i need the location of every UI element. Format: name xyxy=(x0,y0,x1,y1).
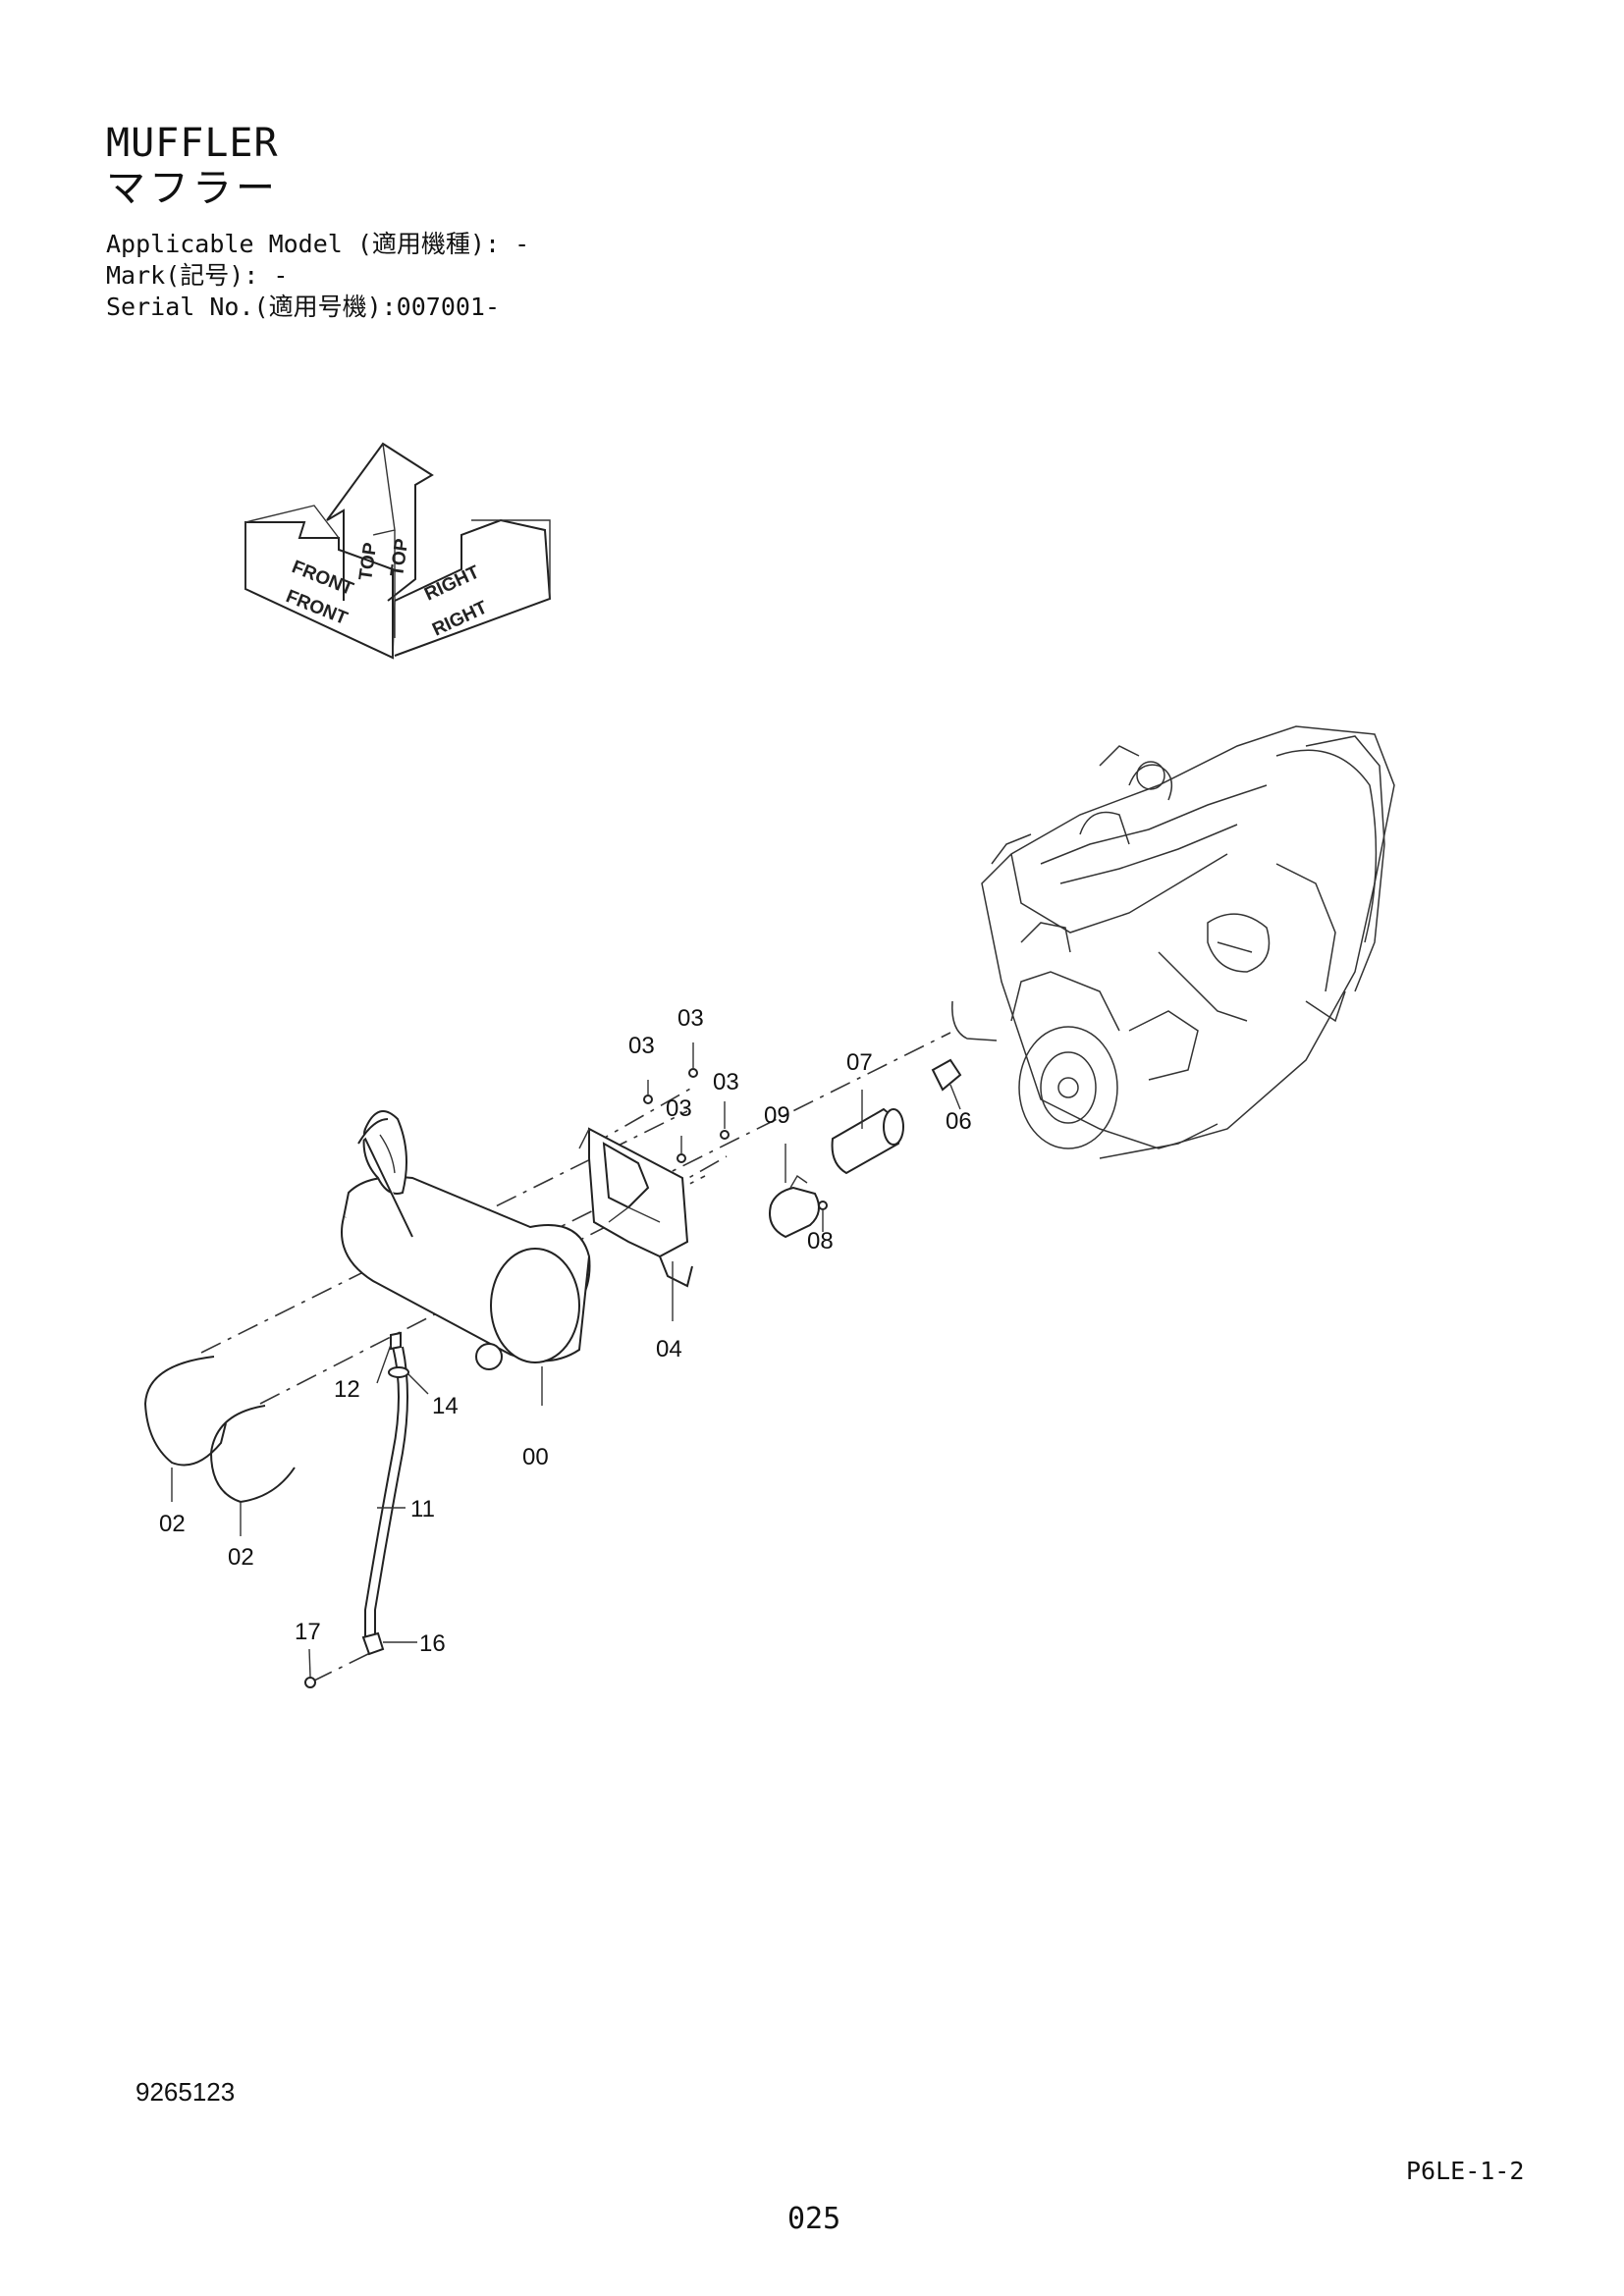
callout-12: 12 xyxy=(334,1376,360,1403)
assembly-lines xyxy=(200,1032,951,1682)
callout-00: 00 xyxy=(522,1444,549,1470)
hardware-parts xyxy=(143,1058,962,1688)
callout-06: 06 xyxy=(946,1108,972,1135)
callout-14: 14 xyxy=(432,1393,459,1419)
callout-11: 11 xyxy=(410,1496,435,1522)
callout-numbers: 00 02 02 03 03 03 03 04 06 07 08 09 11 1… xyxy=(159,1005,972,1657)
callout-03-middle: 03 xyxy=(666,1095,692,1122)
serial-number: Serial No.(適用号機):007001- xyxy=(106,293,501,321)
callout-17: 17 xyxy=(295,1619,321,1645)
callout-02-left: 02 xyxy=(159,1511,186,1537)
callout-16: 16 xyxy=(419,1630,446,1657)
callout-08: 08 xyxy=(807,1228,834,1255)
mark-field: Mark(記号): - xyxy=(106,261,289,290)
applicable-model: Applicable Model (適用機種): - xyxy=(106,230,530,258)
callout-09: 09 xyxy=(764,1102,790,1129)
bracket-part xyxy=(578,1127,693,1288)
callout-03-top: 03 xyxy=(677,1005,704,1032)
engine-illustration xyxy=(951,725,1395,1159)
orientation-right-upper: RIGHT xyxy=(421,561,483,605)
sheet-code: P6LE-1-2 xyxy=(1406,2157,1525,2185)
callout-03-upper-right: 03 xyxy=(713,1069,739,1095)
orientation-right-lower: RIGHT xyxy=(429,597,491,640)
page-number: 025 xyxy=(787,2202,841,2236)
page-title-japanese: マフラー xyxy=(106,166,279,211)
orientation-indicator: FRONT FRONT TOP TOP RIGHT RIGHT xyxy=(244,442,552,660)
orientation-top-right: TOP xyxy=(387,537,412,578)
drawing-number: 9265123 xyxy=(135,2077,236,2107)
callout-03-upper-left: 03 xyxy=(628,1033,655,1059)
page-title: MUFFLER xyxy=(106,121,279,166)
callout-07: 07 xyxy=(846,1049,873,1076)
callout-leaders xyxy=(171,1042,961,1678)
callout-02-right: 02 xyxy=(228,1544,254,1571)
orientation-top-left: TOP xyxy=(355,541,381,582)
callout-04: 04 xyxy=(656,1336,682,1362)
muffler-body xyxy=(341,1110,591,1370)
